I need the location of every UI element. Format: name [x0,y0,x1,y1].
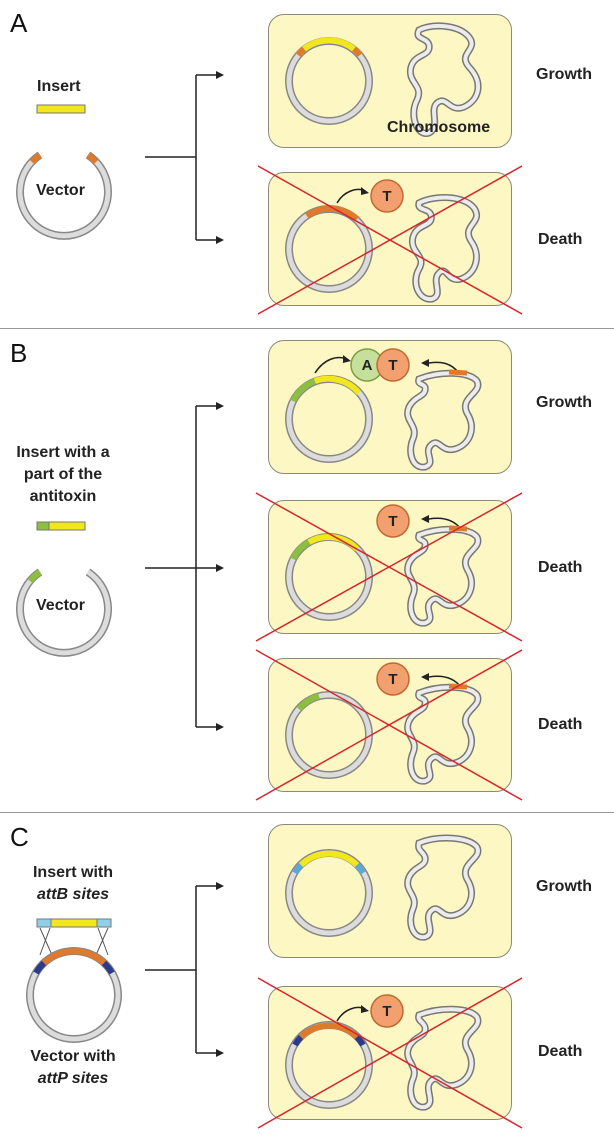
arrow-to-death [216,1049,224,1057]
panel-b-outcome-growth: Growth [536,394,592,411]
chromosome [404,369,482,471]
panel-b-vector-label: Vector [36,597,85,614]
panel-b-letter: B [10,338,28,368]
panel-a-cell-death: T [268,172,512,306]
arrow-to-growth [216,71,224,79]
arrow-to-death-1 [216,564,224,572]
plasmid-toxin-gene [298,1022,360,1040]
toxin-letter: T [388,513,397,530]
chromosome [404,525,482,627]
panel-c-insert-label-line2: attB sites [36,886,110,903]
panel-b-insert-label: Insert with a part of the antitoxin [0,442,126,508]
toxin-letter: T [388,357,397,374]
toxin-letter: T [382,188,391,205]
chromosome [404,834,482,941]
chromosome-toxin-gene [448,369,468,376]
chromosome-toxin-gene [448,525,468,532]
panel-c-insert-label-line1: Insert with [32,864,113,881]
chromosome [408,194,480,303]
panel-c-letter: C [10,822,29,852]
expression-arrow [336,1006,366,1022]
attb-site-left [36,918,52,928]
panel-c-left-diagram [26,882,224,1057]
panel-b-outcome-death-1: Death [538,559,583,576]
panel-b-outcome-death-2: Death [538,716,583,733]
panel-b-insert-label-line1: Insert with a [16,444,110,461]
panel-b-insert-label-line2: part of the [23,466,103,483]
toxin-letter: T [388,671,397,688]
insert-bar [48,521,86,531]
panel-c-vector-label-line1: Vector with [30,1048,116,1065]
plasmid-insert [298,850,360,868]
chromosome [404,1005,482,1111]
panel-c-outcome-death: Death [538,1043,583,1060]
arrow-to-growth [216,882,224,890]
attp-site-right [101,960,115,975]
panel-b-insert-label-line3: antitoxin [29,488,97,505]
insert-bar [36,104,86,114]
panel-c-vector-label: Vector with attP sites [0,1046,146,1090]
panel-c-cell-death: T [268,986,512,1120]
vector-toxin-end-right [86,152,99,165]
chromosome [406,22,482,137]
vector-antitoxin-end [27,569,42,583]
panel-a-left-diagram [16,71,224,244]
arrow-to-death [216,236,224,244]
panel-a-letter: A [10,8,28,38]
divider-a-b [0,328,614,329]
panel-c-outcome-growth: Growth [536,878,592,895]
panel-b-left-diagram [16,402,224,731]
panel-b-cell-growth: A T [268,340,512,474]
panel-c-insert-label: Insert with attB sites [0,862,146,906]
panel-b-cell-death-1: T [268,500,512,634]
antitoxin-letter: A [362,357,373,374]
expression-arrow [314,356,348,374]
chromosome-label: Chromosome [387,119,491,136]
vector-toxin-end-left [29,152,42,165]
toxin-token [376,348,410,382]
vector-toxin-gene [41,948,107,966]
divider-b-c [0,812,614,813]
panel-c-vector-label-line2: attP sites [37,1070,109,1087]
attr-site-right [354,862,366,875]
arrow-to-death-2 [216,723,224,731]
toxin-letter: T [382,1003,391,1020]
panel-c-cell-growth [268,824,512,958]
chromosome-toxin-gene [448,683,468,690]
panel-a-cell-growth: Chromosome [268,14,512,148]
plasmid-insert [295,37,363,57]
arrow-to-growth [216,402,224,410]
expression-arrow [336,188,366,204]
plasmid-insert [314,375,362,396]
plasmid-antitoxin-part [296,693,320,712]
panel-a-outcome-death: Death [538,231,583,248]
panel-a-insert-label: Insert [37,78,81,95]
insert-bar [50,918,98,928]
panel-a-vector-label: Vector [36,182,85,199]
plasmid-antitoxin-part [290,378,317,403]
chromosome [404,683,482,785]
panel-b-cell-death-2: T [268,658,512,792]
attp-site-left [33,960,47,975]
plasmid-antitoxin-part [290,539,311,561]
attb-site-right [96,918,112,928]
attl-site-left [292,862,304,875]
panel-a-outcome-growth: Growth [536,66,592,83]
